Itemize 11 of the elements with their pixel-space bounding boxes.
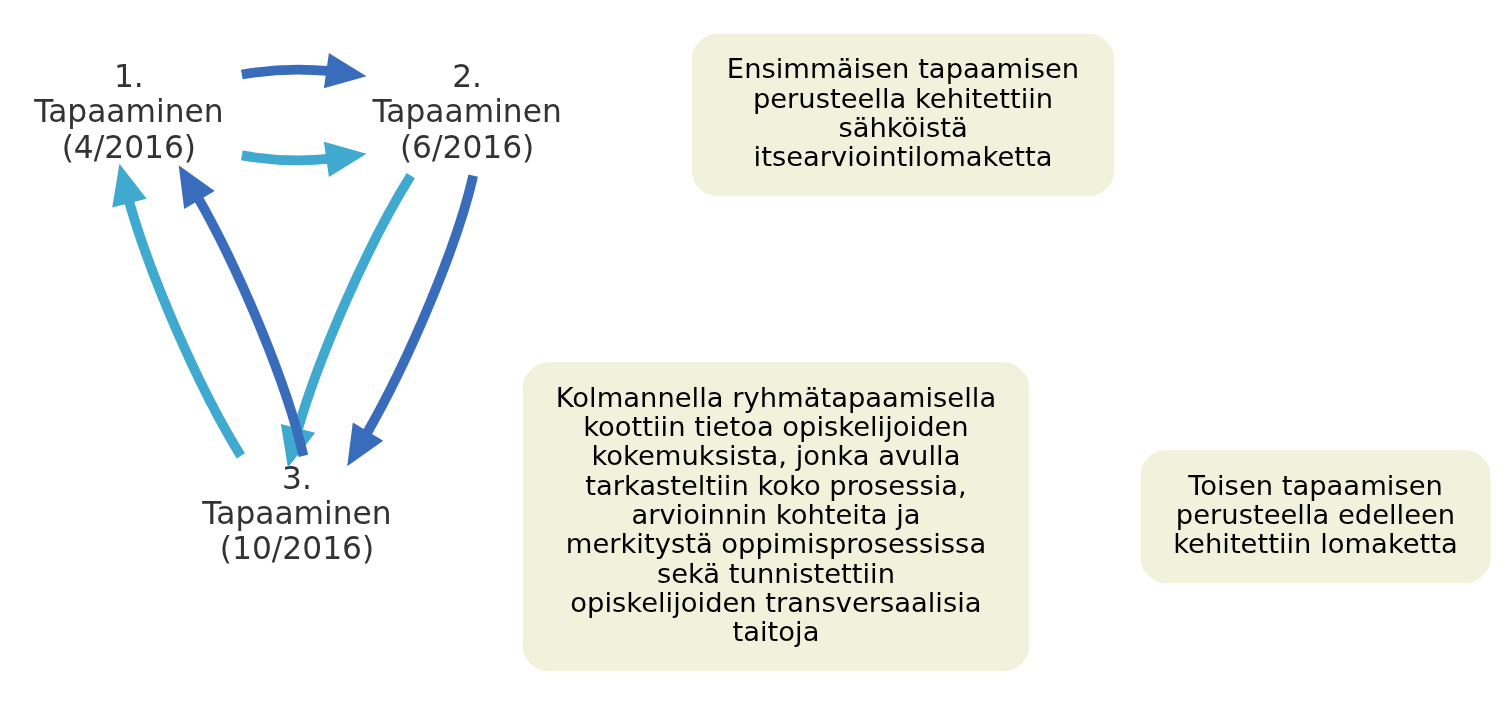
arrow: [241, 52, 367, 88]
node-box: Kolmannella ryhmätapaamisella koottiin tietoa opiskelijoiden kokemuksista, jonka avulla tarkasteltiin koko prosessia, arvioinnin kohteita ja merkitystä oppimisprosessissa sekä tunnistettiin opiskelijoiden transversaalisia taitoja: [522, 361, 1030, 671]
arrow: [241, 141, 367, 177]
arrow: [178, 164, 309, 457]
arrow: [112, 163, 246, 458]
node-text: 3. Tapaaminen (10/2016): [202, 459, 392, 566]
arrow: [347, 173, 478, 466]
node-text: 1. Tapaaminen (4/2016): [34, 57, 224, 165]
node-box: Toisen tapaamisen perusteella edelleen kehitettiin lomaketta: [1140, 449, 1491, 583]
node-box: Ensimmäisen tapaamisen perusteella kehitettiin sähköistä itsearviointilomaketta: [691, 33, 1115, 196]
node-text: 2. Tapaaminen (6/2016): [372, 57, 562, 165]
